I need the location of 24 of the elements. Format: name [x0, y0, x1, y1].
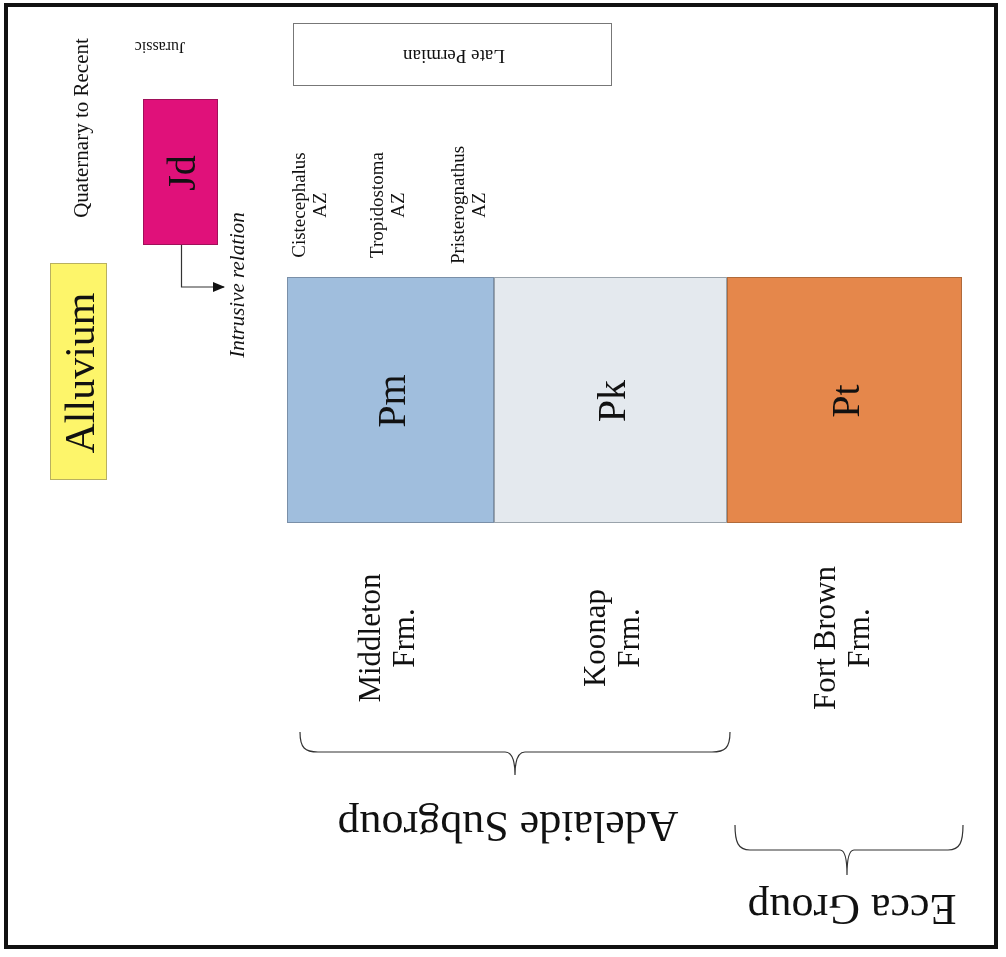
zone-label: Cistecephalus AZ — [289, 151, 331, 260]
formation-label: Koonap Frm. — [577, 587, 647, 690]
group-label: Ecca Group — [747, 884, 957, 934]
formation-label: Middleton Frm. — [352, 572, 422, 705]
unit-box — [494, 277, 727, 523]
unit-symbol: Pt — [823, 384, 868, 418]
age-box — [293, 23, 612, 86]
age-label: Jurassic — [134, 38, 186, 56]
unit-symbol: Pk — [589, 379, 634, 423]
formation-label: Fort Brown Frm. — [807, 565, 877, 712]
unit-symbol: Pm — [369, 374, 414, 428]
unit-box — [287, 277, 494, 523]
arrow — [180, 244, 225, 292]
unit-box — [50, 263, 107, 480]
zone-label: Pristerognathus AZ — [448, 144, 490, 267]
unit-box — [143, 99, 218, 245]
age-label: Quaternary to Recent — [70, 38, 94, 218]
relation-label: Intrusive relation — [226, 195, 250, 375]
unit-symbol: Alluvium — [56, 292, 103, 453]
group-label: Adelaide Subgroup — [337, 801, 679, 851]
unit-symbol: Late Permian — [402, 45, 505, 66]
unit-symbol: Jd — [159, 155, 204, 191]
zone-label: Tropidostoma AZ — [367, 151, 409, 260]
unit-box — [727, 277, 962, 523]
